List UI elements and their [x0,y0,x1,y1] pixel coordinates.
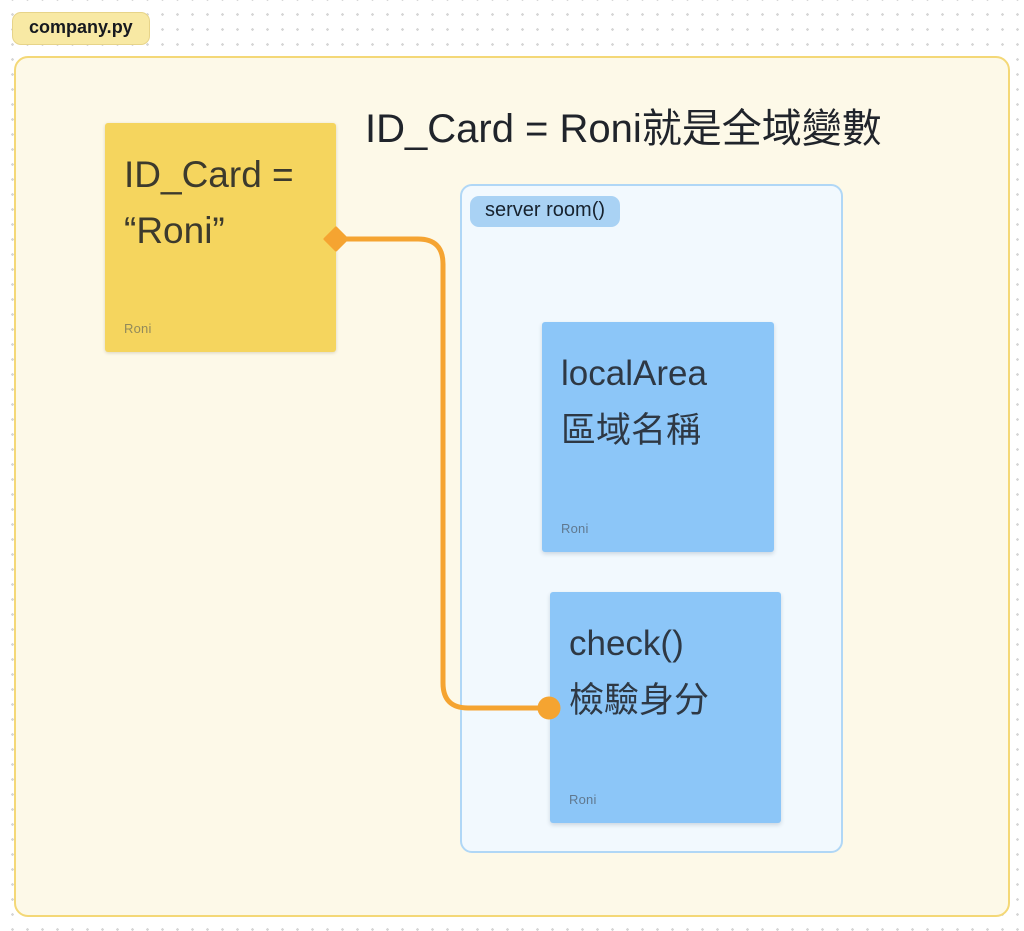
card-text: ID_Card = “Roni” [105,123,336,259]
local-area-card[interactable]: localArea 區域名稱 Roni [542,322,774,552]
card-line-2: 區域名稱 [561,410,702,450]
file-tab[interactable]: company.py [12,12,150,45]
check-card[interactable]: check() 檢驗身分 Roni [550,592,781,823]
card-footer: Roni [124,321,152,336]
global-variable-card[interactable]: ID_Card = “Roni” Roni [105,123,336,352]
card-line-2: “Roni” [124,210,225,252]
board-title[interactable]: ID_Card = Roni就是全域變數 [365,107,882,151]
card-text: check() 檢驗身分 [550,592,781,729]
card-footer: Roni [561,521,589,536]
card-footer: Roni [569,792,597,807]
card-text: localArea 區域名稱 [542,322,774,459]
card-line-1: check() [569,624,684,663]
card-line-1: localArea [561,354,707,393]
card-line-2: 檢驗身分 [569,680,710,720]
card-line-1: ID_Card = [124,154,294,195]
server-room-label[interactable]: server room() [470,196,621,227]
